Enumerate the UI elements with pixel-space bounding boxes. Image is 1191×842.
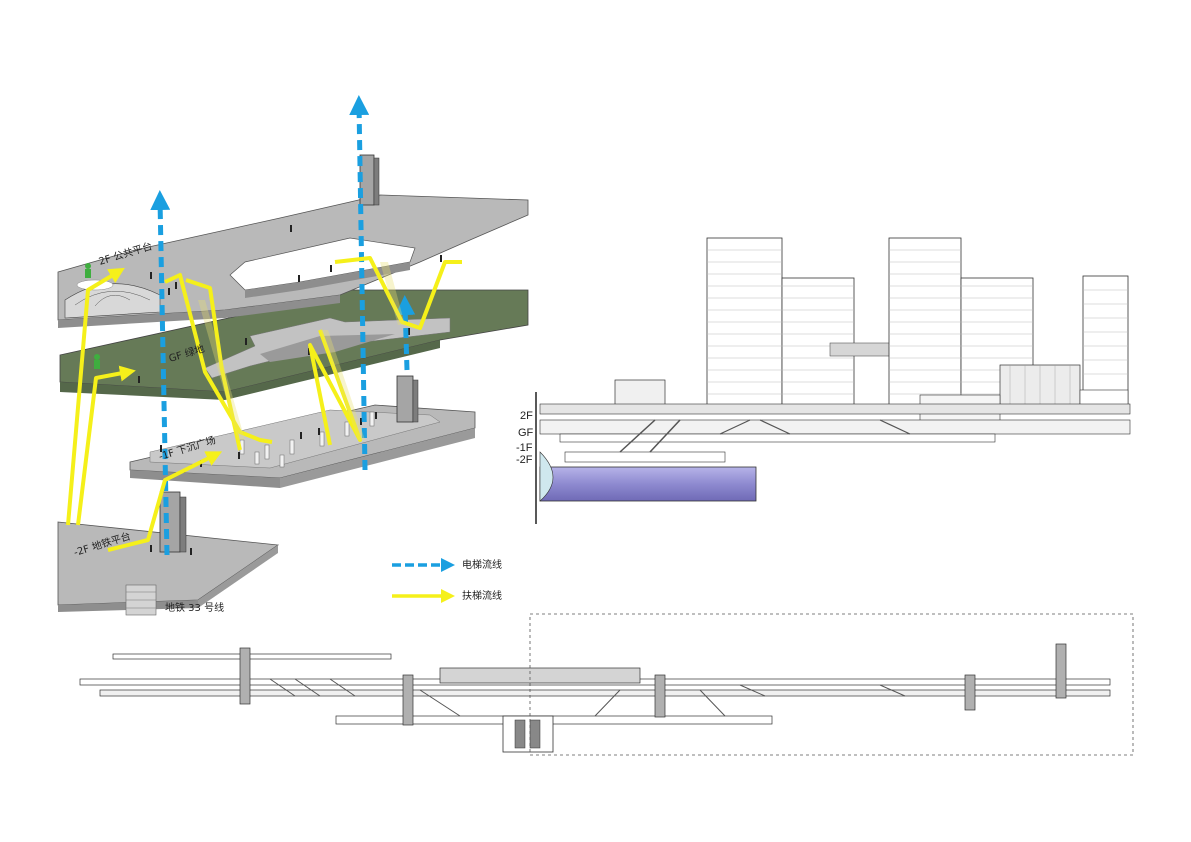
floor-label-minus1f: -1F	[516, 442, 533, 454]
metro-tunnel	[539, 451, 757, 502]
people-figures	[138, 225, 442, 555]
label-metro-line-33: 地铁 33 号线	[165, 601, 224, 614]
detail-callout-box	[529, 613, 1134, 756]
sky-bridge	[829, 342, 891, 357]
elevator-flow-lines	[150, 95, 416, 556]
long-section-escalators	[269, 678, 906, 717]
section-slabs	[539, 403, 1131, 463]
escalator-ramps-translucent	[198, 262, 405, 440]
building-section: 2F GF -1F -2F	[516, 237, 1131, 524]
legend-elevator-label: 电梯流线	[462, 558, 502, 571]
floor-label-gf: GF	[518, 427, 534, 439]
axonometric-view: 2F 公共平台 GF 绿地 -1F 下沉广场 -2F 地铁平台 地铁 33 号线	[57, 95, 529, 616]
legend: 电梯流线 扶梯流线	[392, 558, 502, 603]
long-section-cores	[239, 643, 1067, 726]
floor-label-minus2f: -2F	[516, 454, 533, 466]
slab-minus2f	[57, 521, 280, 616]
long-section	[79, 613, 1134, 756]
metro-station-box	[502, 715, 554, 753]
floor-label-2f: 2F	[520, 410, 533, 422]
legend-escalator-label: 扶梯流线	[462, 589, 502, 602]
green-person-figures	[85, 263, 100, 369]
core-tower-minus1f	[396, 375, 419, 423]
tower-1	[706, 237, 855, 409]
tower-3	[1082, 275, 1129, 412]
escalator-flow-lines	[66, 256, 462, 552]
tower-2	[888, 237, 1034, 411]
